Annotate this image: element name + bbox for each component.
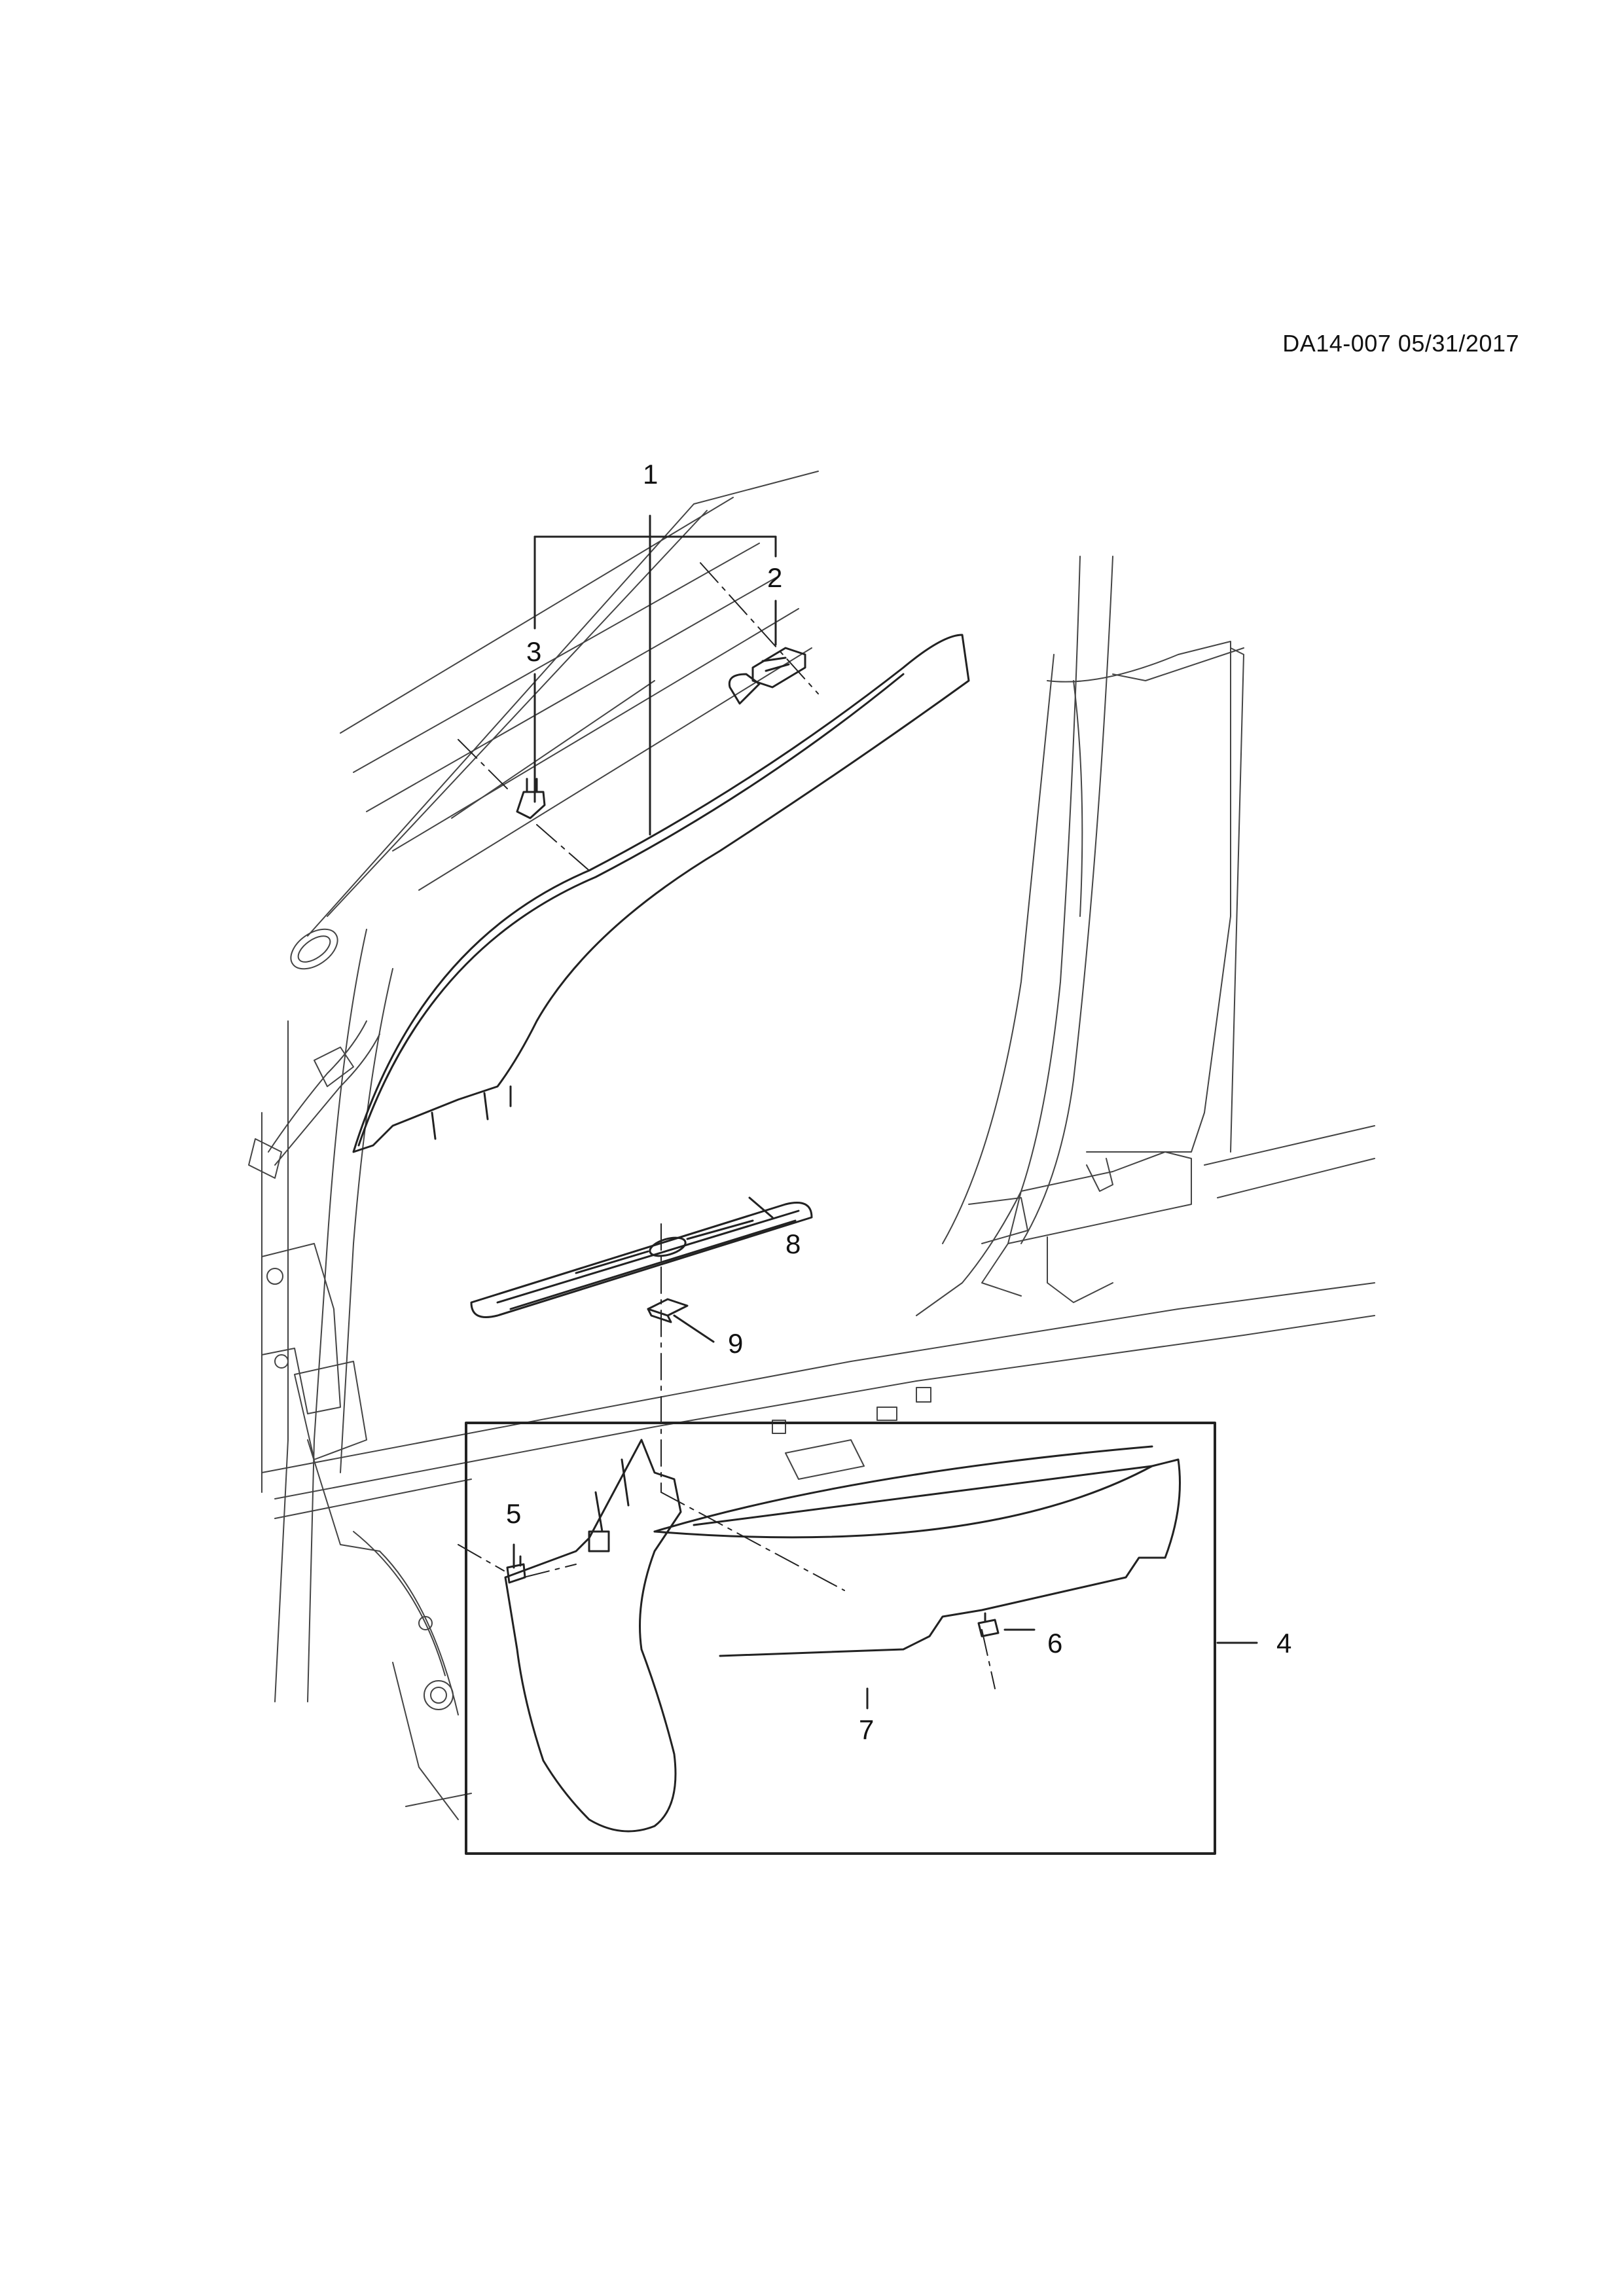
callout-1: 1 bbox=[643, 459, 659, 490]
callout-7: 7 bbox=[859, 1714, 875, 1745]
callout-6: 6 bbox=[1047, 1628, 1063, 1659]
part-6-clip bbox=[977, 1612, 1000, 1638]
part-3-fastener bbox=[516, 778, 546, 819]
callout-2: 2 bbox=[767, 562, 783, 593]
part-8-sill-plate bbox=[470, 1202, 813, 1318]
callout-9: 9 bbox=[728, 1328, 744, 1359]
callout-3: 3 bbox=[526, 636, 542, 667]
callout-4: 4 bbox=[1276, 1628, 1292, 1659]
assembly-guide-lines bbox=[458, 562, 996, 1689]
document-reference: DA14-007 05/31/2017 bbox=[1282, 330, 1519, 357]
part-5-clip bbox=[506, 1555, 526, 1584]
assembly-4-box bbox=[465, 1422, 1216, 1855]
callout-8: 8 bbox=[785, 1229, 801, 1259]
callout-leader-lines bbox=[513, 514, 1258, 1710]
part-1-a-pillar-trim bbox=[352, 634, 970, 1153]
part-9-clip bbox=[647, 1298, 689, 1323]
part-7-kick-panel bbox=[504, 1439, 1181, 1833]
part-2-clip bbox=[728, 647, 806, 705]
vehicle-body-outline bbox=[248, 471, 1375, 1820]
callout-5: 5 bbox=[506, 1498, 522, 1529]
